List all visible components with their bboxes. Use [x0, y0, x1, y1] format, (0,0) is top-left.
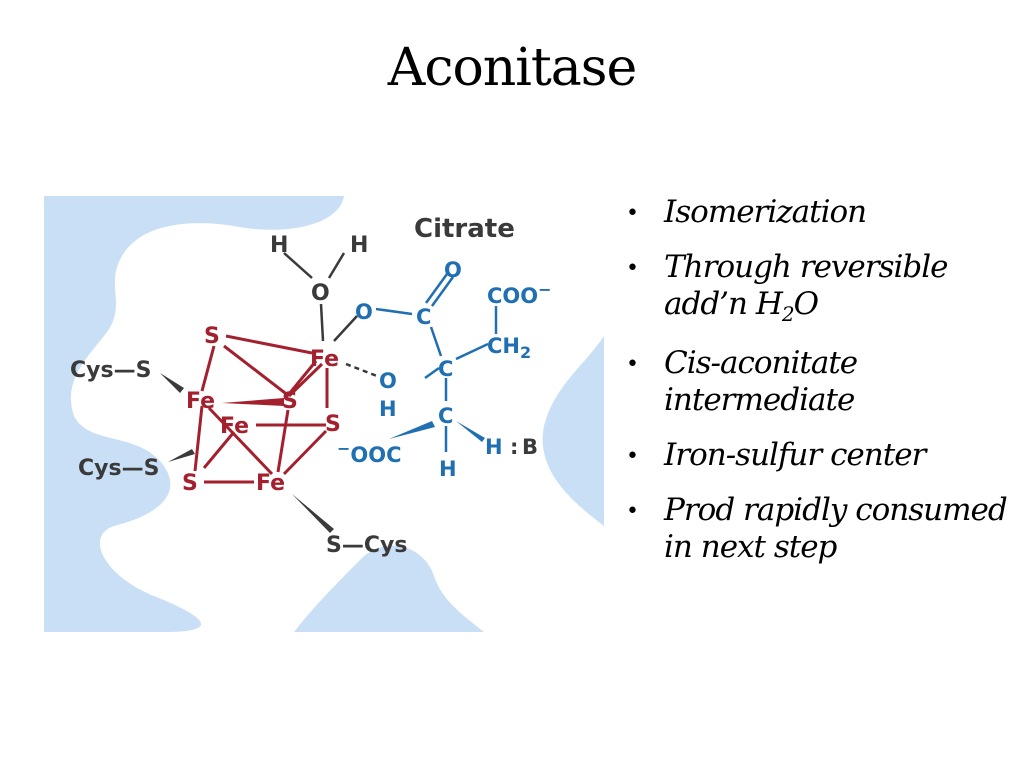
cluster-s-right: S — [325, 412, 341, 437]
bullet-item: • Through reversible add’n H2O — [622, 249, 1014, 326]
cluster-s-mid: S — [282, 389, 298, 414]
carbonyl-o: O — [444, 258, 462, 282]
bullet-dot: • — [626, 201, 639, 226]
citrate-wedge-left — [389, 421, 435, 439]
cluster-fe-mid: Fe — [220, 414, 249, 439]
lower-h: H — [439, 457, 457, 481]
water-o: O — [311, 281, 330, 306]
s-cys-bottom: S—Cys — [326, 533, 407, 558]
lower-c: C — [438, 404, 453, 428]
coo-minus: COO− — [487, 280, 552, 308]
citrate-label: Citrate — [414, 214, 515, 244]
cluster-fe-bottom: Fe — [256, 471, 285, 496]
base-colon: : — [510, 435, 518, 459]
ester-o: O — [355, 300, 373, 324]
bullet-text: Through reversible add’n H — [664, 249, 949, 323]
cys-bond-wedge-top — [160, 373, 184, 393]
central-c: C — [438, 357, 453, 381]
cluster-wedge-bond — [222, 398, 284, 406]
bullet-text: 2 — [781, 302, 795, 327]
cluster-fe-top: Fe — [310, 347, 339, 372]
cluster-s-bottom: S — [182, 471, 198, 496]
citrate-bonds — [375, 273, 498, 452]
bullet-dot: • — [626, 499, 639, 525]
cluster-fe-left: Fe — [186, 389, 215, 414]
citrate-wedge-right — [456, 421, 485, 442]
bullet-text: Isomerization — [664, 194, 867, 230]
water-h-left: H — [270, 233, 288, 258]
bullet-text: Prod rapidly consumed in next step — [664, 492, 1008, 566]
aconitase-active-site-diagram: Citrate H H O Cys—S Cys—S S—Cys S Fe Fe … — [44, 196, 604, 632]
bullet-item: • Cis-aconitate intermediate — [622, 345, 1014, 419]
ch2: CH2 — [487, 334, 531, 362]
bullet-text: Cis-aconitate intermediate — [664, 344, 858, 418]
bullet-dot: • — [626, 443, 639, 469]
slide-title: Aconitase — [387, 38, 637, 98]
bullet-text: O — [793, 286, 819, 323]
bullet-dot: • — [626, 351, 639, 377]
bullet-item: • Iron-sulfur center — [622, 437, 1014, 474]
bullet-item: • Isomerization — [622, 194, 1014, 231]
hydroxyl-o: O — [379, 369, 397, 393]
bullet-text: Iron-sulfur center — [664, 436, 926, 473]
cluster-s-top: S — [204, 324, 220, 349]
iron-sulfur-cluster-bonds — [193, 334, 329, 484]
ooc-group: −OOC — [337, 439, 402, 467]
cys-bond-wedge-bottom — [168, 449, 195, 462]
ligand-bonds — [283, 252, 378, 378]
bullet-item: • Prod rapidly consumed in next step — [622, 492, 1014, 566]
protein-surface-right — [542, 336, 604, 526]
cys-s-left-bottom: Cys—S — [78, 456, 159, 481]
water-h-right: H — [350, 233, 368, 258]
base-b: B — [522, 435, 538, 459]
protein-surface-left — [44, 196, 344, 632]
carboxyl-c: C — [416, 305, 431, 329]
cys-bond-wedge-right — [292, 494, 334, 533]
hydroxyl-h: H — [379, 397, 397, 421]
cys-s-left-top: Cys—S — [70, 358, 151, 383]
bullet-list: • Isomerization • Through reversible add’n … — [622, 194, 1014, 585]
protein-surface-bottom — [294, 545, 484, 632]
protein-surface-background — [44, 196, 604, 632]
bullet-dot: • — [626, 256, 639, 282]
base-h: H — [485, 435, 503, 459]
